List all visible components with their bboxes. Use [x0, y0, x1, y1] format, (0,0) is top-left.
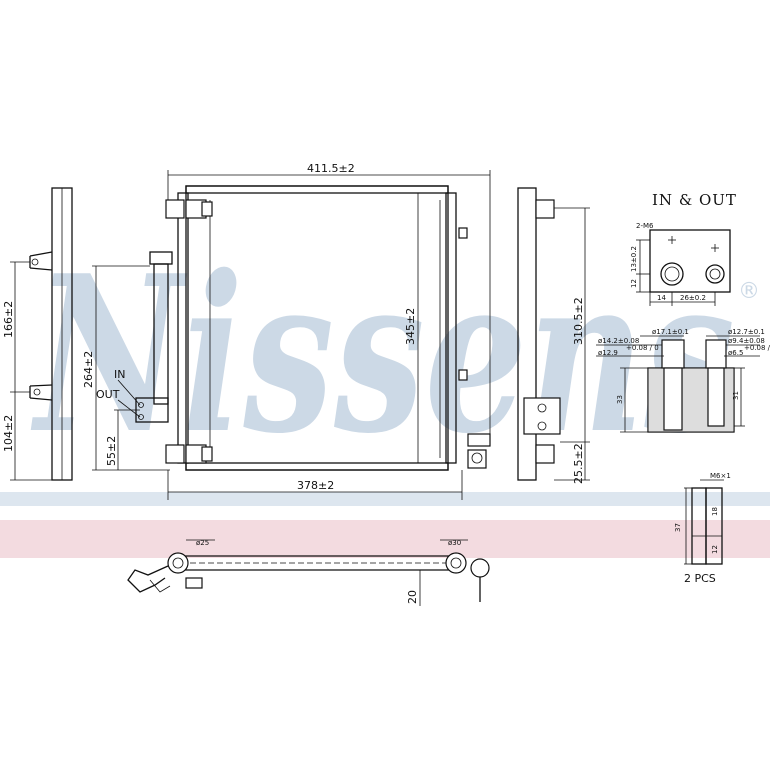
- right-side-view: [517, 187, 590, 481]
- dim-pipe-dia-left: ø25: [196, 539, 209, 547]
- mount-bracket-view: [92, 251, 173, 471]
- dim-pipe-dia-right: ø30: [448, 539, 461, 547]
- dim-left-lower: 104±2: [2, 415, 15, 452]
- port-face-view: [636, 229, 731, 306]
- dim-block-depth-right: 31: [732, 391, 740, 400]
- in-out-title: IN & OUT: [652, 191, 737, 209]
- brand-band-pink: [0, 520, 770, 558]
- small-bracket-view: [684, 479, 724, 565]
- bracket-quantity: 2 PCS: [684, 572, 716, 585]
- brand-band-blue: [0, 492, 770, 506]
- nissens-watermark: Nissens: [31, 228, 735, 481]
- dim-bottom-offset: 25.5±2: [572, 443, 585, 484]
- dim-bracket-total: 37: [674, 523, 682, 532]
- dim-dia-left-outer: ø17.1±0.1: [652, 328, 689, 336]
- in-label: IN: [114, 368, 125, 381]
- dim-thread: 2-M6: [636, 222, 654, 230]
- pipe-view: [127, 539, 490, 606]
- dim-port-spacing-v: 13±0.2: [630, 246, 638, 272]
- dim-core-height: 345±2: [404, 308, 417, 345]
- registered-mark: ®: [738, 279, 760, 304]
- dim-bracket-height: 264±2: [82, 351, 95, 388]
- dim-port-spacing-h: 26±0.2: [680, 294, 706, 302]
- dim-core-width: 378±2: [297, 479, 334, 492]
- dim-pipe-offset: 20: [406, 590, 419, 604]
- dim-dia-left-mid: ø14.2±0.08: [598, 337, 639, 345]
- out-label: OUT: [96, 388, 120, 401]
- dim-side-height: 310.5±2: [572, 297, 585, 345]
- dim-overall-width: 411.5±2: [307, 162, 355, 175]
- dim-dia-right-inner: ø6.5: [728, 349, 743, 357]
- dim-dia-right-mid: ø9.4±0.08: [728, 337, 765, 345]
- left-side-view: [10, 187, 73, 481]
- dim-bracket-low: 55±2: [105, 436, 118, 466]
- dim-dia-left-tol: +0.08 / 0: [626, 344, 659, 352]
- dim-dia-right-tol: +0.08 / 0: [744, 344, 770, 352]
- dim-dia-right-outer: ø12.7±0.1: [728, 328, 765, 336]
- condenser-front-view: [165, 170, 491, 500]
- port-section-view: [596, 335, 760, 433]
- dim-left-upper: 166±2: [2, 301, 15, 338]
- dim-bracket-upper: 18: [711, 507, 719, 516]
- dim-port-offset-v: 12: [630, 279, 638, 288]
- dim-dia-left-inner: ø12.9: [598, 349, 618, 357]
- dim-bracket-bolt: M6×1: [710, 472, 731, 480]
- dim-port-offset-h: 14: [657, 294, 666, 302]
- dim-block-depth-left: 33: [616, 395, 624, 404]
- dim-bracket-lower: 12: [711, 545, 719, 554]
